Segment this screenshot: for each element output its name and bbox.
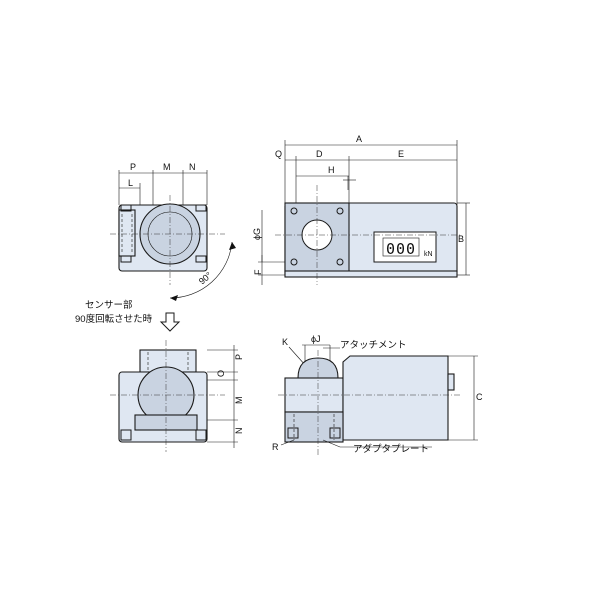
dim-label-c: C <box>476 392 483 402</box>
assembly-view-bottom-right: K ϕJ アタッチメント C R アダプタプレート <box>272 334 483 455</box>
dim-label-o-rotated: O <box>216 370 226 377</box>
dim-label-d: D <box>316 149 323 159</box>
housing-base <box>284 270 458 278</box>
dim-label-n-rotated: N <box>234 428 244 435</box>
dim-label-l: L <box>128 178 133 188</box>
down-arrow-icon <box>159 312 181 332</box>
dim-label-j: ϕJ <box>311 334 321 344</box>
sensor-housing-side <box>342 355 449 441</box>
side-stub <box>118 209 136 257</box>
side-view-top-left: P M N L 90° <box>110 162 236 301</box>
dim-label-h: H <box>328 165 335 175</box>
dim-label-n: N <box>189 162 196 172</box>
dim-label-m: M <box>163 162 171 172</box>
front-view-top-right: A Q D E H 000 kN ϕG <box>252 134 470 285</box>
dim-label-k: K <box>282 337 288 347</box>
load-display <box>373 231 437 263</box>
dim-label-r: R <box>272 442 279 452</box>
dim-label-e: E <box>398 149 404 159</box>
rotation-note-line2: 90度回転させた時 <box>75 313 153 325</box>
dim-label-g: ϕG <box>252 228 262 240</box>
dim-label-q: Q <box>275 149 282 159</box>
adapter-plate-label: アダプタプレート <box>353 443 429 455</box>
dim-label-m-rotated: M <box>234 397 244 405</box>
dim-label-f: F <box>253 269 263 275</box>
dim-label-p: P <box>130 162 136 172</box>
side-connector <box>447 373 455 391</box>
rotation-note-line1: センサー部 <box>85 299 133 311</box>
dim-label-a: A <box>356 134 362 144</box>
display-digits: 000 <box>386 240 416 258</box>
rotated-view-bottom-left: P O M N <box>110 340 244 452</box>
dim-label-p-rotated: P <box>234 354 244 360</box>
rotation-note: センサー部 90度回転させた時 <box>75 299 181 332</box>
attachment-label: アタッチメント <box>340 340 407 351</box>
adapter-plate <box>284 411 344 443</box>
angle-label: 90° <box>197 270 214 287</box>
dim-label-b: B <box>458 234 464 244</box>
display-unit: kN <box>424 251 433 258</box>
